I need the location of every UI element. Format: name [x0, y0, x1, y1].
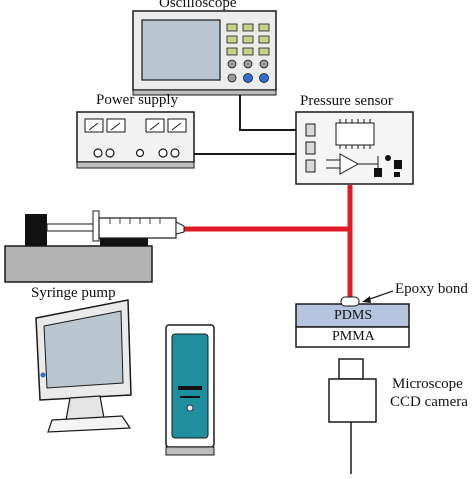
syringe-icon [46, 210, 185, 242]
pressure-sensor-label: Pressure sensor [300, 93, 393, 109]
pc-tower-icon [165, 324, 215, 456]
oscilloscope-icon [132, 10, 277, 96]
camera-icon [328, 358, 377, 474]
pump-clamp [100, 237, 148, 246]
epoxy-bond [340, 296, 360, 307]
camera-label-line2: CCD camera [390, 394, 468, 410]
syringe-pump [4, 210, 185, 283]
epoxy-bond-label: Epoxy bond [395, 281, 468, 297]
signal-wires [176, 88, 298, 155]
power-supply-label: Power supply [96, 92, 179, 108]
oscilloscope-label: Oscilloscope [159, 0, 237, 11]
camera-label-line1: Microscope [392, 376, 463, 392]
pump-block [25, 214, 47, 246]
pmma-label: PMMA [332, 329, 375, 344]
epoxy-arrow [366, 290, 394, 301]
monitor-icon [35, 299, 132, 433]
fluid-tubes [184, 185, 353, 304]
pressure-sensor-icon [295, 111, 414, 185]
power-supply-icon [76, 111, 195, 169]
syringe-pump-label: Syringe pump [31, 285, 116, 301]
microfluidic-chip [295, 290, 410, 348]
pdms-label: PDMS [334, 308, 373, 323]
pump-base [4, 245, 153, 283]
pmma-layer [295, 326, 410, 348]
